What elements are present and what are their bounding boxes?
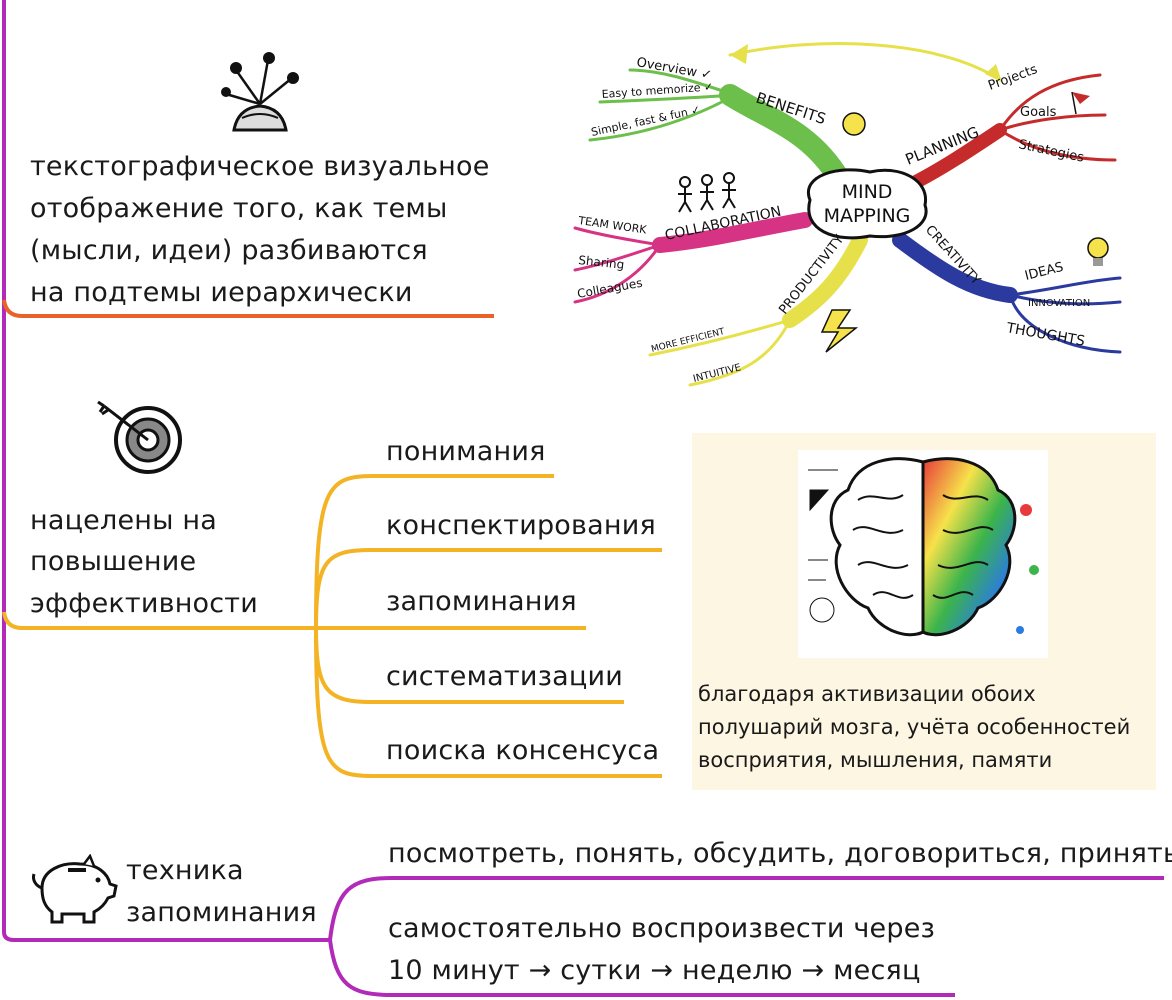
section1-text-line: (мысли, идеи) разбиваются: [30, 235, 428, 266]
collaboration-branch: [652, 212, 813, 253]
section3-item: самостоятельно воспроизвести через: [388, 913, 936, 944]
section2-item: систематизации: [386, 661, 623, 692]
section2-branches: [314, 474, 662, 778]
section2-item: конспектирования: [386, 510, 656, 541]
mind-mapping-illustration: MIND MAPPING BENEFITS PLANNING COLLABORA…: [573, 42, 1122, 387]
creativity-item: INNOVATION: [1028, 298, 1090, 309]
section3-text-line: техника: [126, 855, 244, 886]
people-icon: [678, 172, 736, 213]
center-label-2: MAPPING: [824, 205, 911, 227]
center-label-1: MIND: [842, 181, 893, 203]
section1-underline: [2, 299, 494, 318]
section1-text-line: на подтемы иерархически: [30, 277, 413, 308]
center-cloud: [806, 168, 928, 240]
benefits-item: Simple, fast & fun ✓: [590, 103, 702, 139]
trunk-line: [2, 0, 330, 942]
planning-item: Goals: [1020, 105, 1057, 120]
section3-item: 10 минут → сутки → неделю → месяц: [388, 955, 921, 986]
planning-branch: [903, 123, 1007, 192]
brain-caption-line: благодаря активизации обоих: [698, 682, 1036, 706]
flag-icon: [1072, 92, 1090, 104]
creativity-item: IDEAS: [1023, 260, 1065, 284]
collaboration-item: Colleagues: [576, 276, 643, 301]
collaboration-item: Sharing: [578, 253, 625, 272]
section2-text-line: повышение: [30, 546, 197, 577]
section3-item: посмотреть, понять, обсудить, договорить…: [388, 838, 1172, 869]
section2-item: запоминания: [386, 586, 577, 617]
section3-branches: [328, 876, 1164, 997]
brain-caption-line: восприятия, мышления, памяти: [698, 748, 1053, 772]
brain-icon: [798, 450, 1048, 658]
benefits-branch: [719, 84, 851, 191]
section2-text-line: эффективности: [30, 588, 258, 619]
creativity-branch: [892, 232, 1018, 303]
planning-item: Strategies: [1017, 137, 1085, 166]
brain-caption: благодаря активизации обоих полушарий мо…: [698, 678, 1130, 777]
section2-item: поиска консенсуса: [386, 735, 660, 766]
target-icon: [97, 400, 182, 474]
section2-text-line: нацелены на: [30, 505, 218, 536]
brain-caption-line: полушарий мозга, учёта особенностей: [698, 715, 1131, 739]
smiley-icon: [842, 112, 866, 136]
benefits-item: Overview ✓: [635, 55, 713, 83]
section2-item: понимания: [386, 436, 546, 467]
productivity-item: INTUITIVE: [692, 362, 742, 385]
creativity-item: THOUGHTS: [1004, 320, 1086, 350]
section3-text-line: запоминания: [126, 897, 317, 928]
piggy-bank-icon: [32, 854, 118, 924]
section1-text-line: текстографическое визуальное: [30, 151, 490, 182]
productivity-branch: [782, 232, 868, 328]
section1-text-line: отображение того, как темы: [30, 193, 448, 224]
idea-burst-icon: [221, 52, 299, 132]
lightning-icon: [820, 309, 859, 353]
collaboration-item: TEAM WORK: [577, 214, 648, 237]
section2-underline: [2, 611, 316, 630]
lightbulb-icon: [1087, 237, 1109, 266]
